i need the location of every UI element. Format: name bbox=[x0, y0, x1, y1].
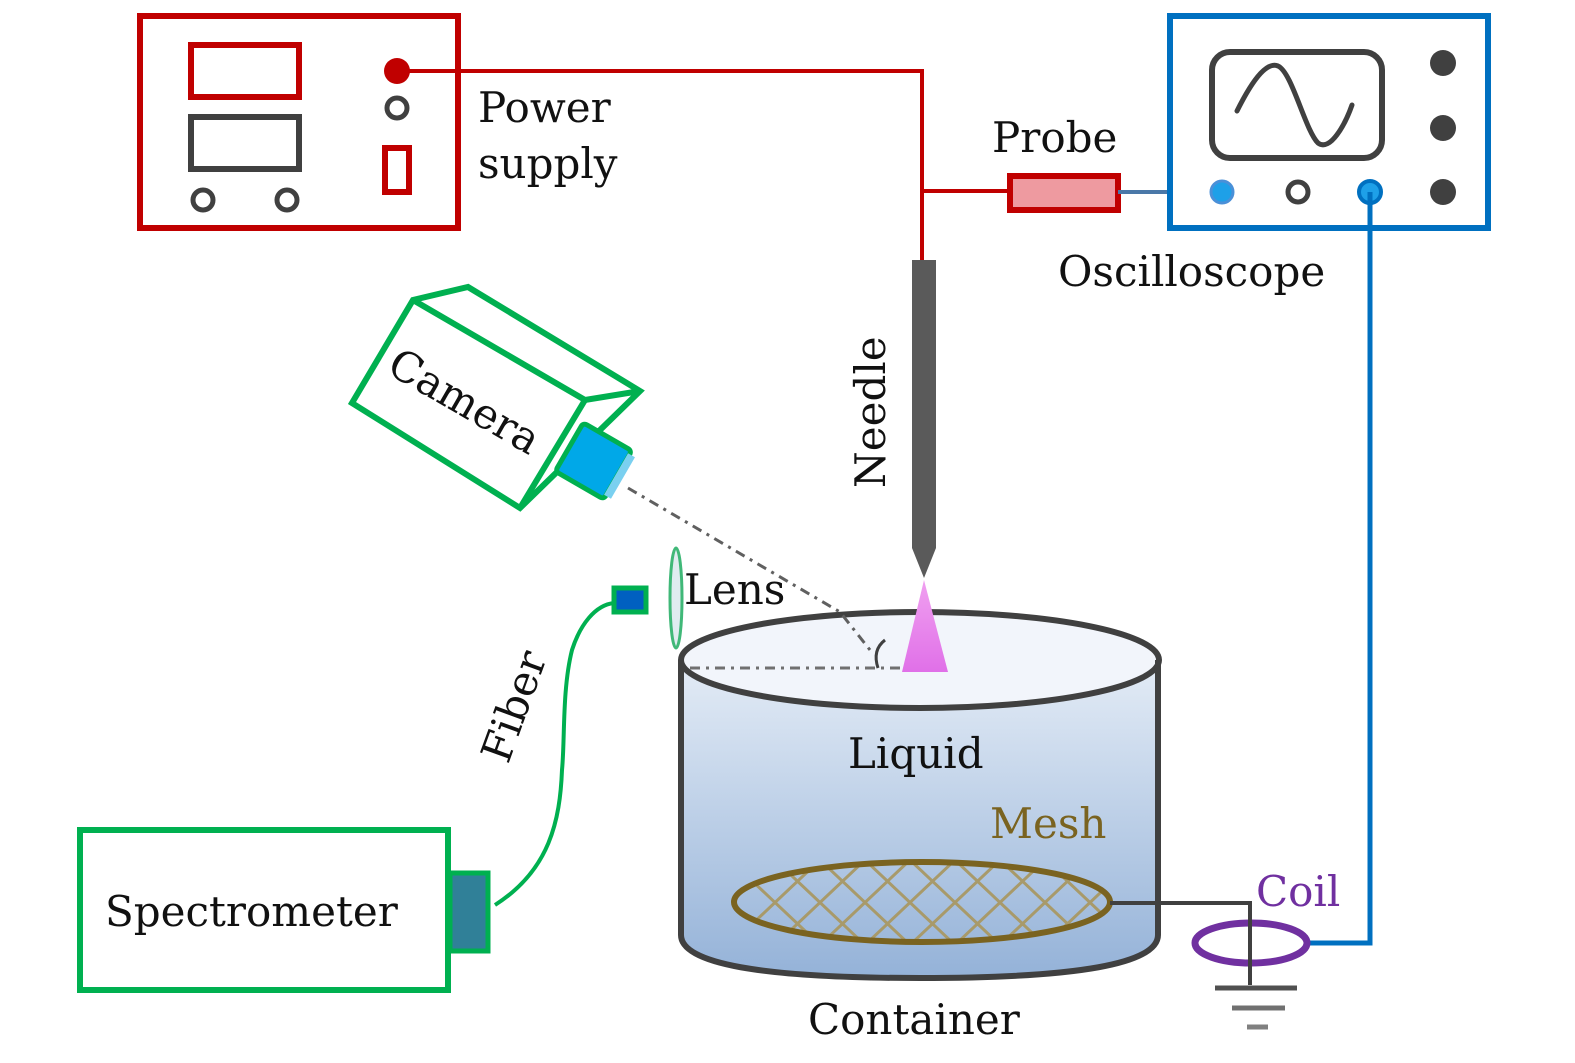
oscilloscope-terminal bbox=[1285, 179, 1311, 205]
power-supply-knob-right bbox=[274, 187, 300, 213]
spectrometer bbox=[77, 827, 451, 993]
mesh-strand bbox=[595, 860, 685, 945]
mesh-strand bbox=[863, 862, 957, 942]
needle bbox=[912, 260, 936, 578]
oscilloscope bbox=[1167, 13, 1491, 231]
camera-lens bbox=[554, 421, 635, 501]
spectrometer-port bbox=[447, 870, 491, 954]
power-supply-display-bottom bbox=[188, 114, 302, 172]
camera bbox=[347, 283, 645, 512]
spectrometer-label: Spectrometer bbox=[105, 887, 399, 936]
power-supply bbox=[137, 13, 461, 231]
angle-arc bbox=[874, 638, 886, 669]
mesh-strand bbox=[550, 860, 640, 945]
mesh-strand bbox=[550, 860, 640, 945]
needle-label: Needle bbox=[846, 336, 895, 488]
mesh-strand bbox=[505, 860, 595, 945]
mesh-strand bbox=[505, 860, 595, 945]
oscilloscope-knob-2 bbox=[1430, 115, 1456, 141]
mesh-label: Mesh bbox=[990, 799, 1106, 848]
container-label: Container bbox=[808, 995, 1021, 1044]
fiber-label: Fiber bbox=[471, 643, 556, 768]
lens-label: Lens bbox=[684, 565, 785, 614]
mesh-strand bbox=[818, 862, 912, 942]
camera-sight-line bbox=[627, 486, 872, 651]
fiber-coupler bbox=[611, 585, 649, 615]
power-supply-label-line2: supply bbox=[478, 139, 618, 188]
ground-icon bbox=[1215, 985, 1297, 1030]
coil-label: Coil bbox=[1256, 867, 1340, 916]
power-supply-switch bbox=[382, 145, 412, 195]
power-supply-display-top bbox=[188, 42, 302, 100]
power-supply-knob-left bbox=[190, 187, 216, 213]
probe bbox=[1007, 173, 1121, 213]
optical-fiber bbox=[493, 601, 615, 907]
container-wall bbox=[678, 660, 1161, 982]
liquid-label: Liquid bbox=[848, 729, 984, 778]
coil-signal-wire bbox=[1308, 192, 1373, 946]
mesh-strand bbox=[908, 862, 1002, 942]
oscilloscope-knob-1 bbox=[1430, 50, 1456, 76]
probe-label: Probe bbox=[992, 113, 1117, 162]
sine-wave-icon bbox=[1234, 62, 1355, 148]
high-voltage-wire bbox=[397, 69, 924, 262]
lens bbox=[668, 546, 684, 650]
power-supply-label-line1: Power bbox=[478, 83, 612, 132]
plasma-discharge bbox=[902, 580, 948, 672]
power-supply-terminal bbox=[384, 95, 410, 121]
mesh-strand bbox=[953, 862, 1047, 942]
oscilloscope-knob-3 bbox=[1430, 179, 1456, 205]
mesh-strand bbox=[595, 860, 685, 945]
oscilloscope-channel-1 bbox=[1209, 179, 1235, 205]
oscilloscope-label: Oscilloscope bbox=[1058, 247, 1325, 296]
